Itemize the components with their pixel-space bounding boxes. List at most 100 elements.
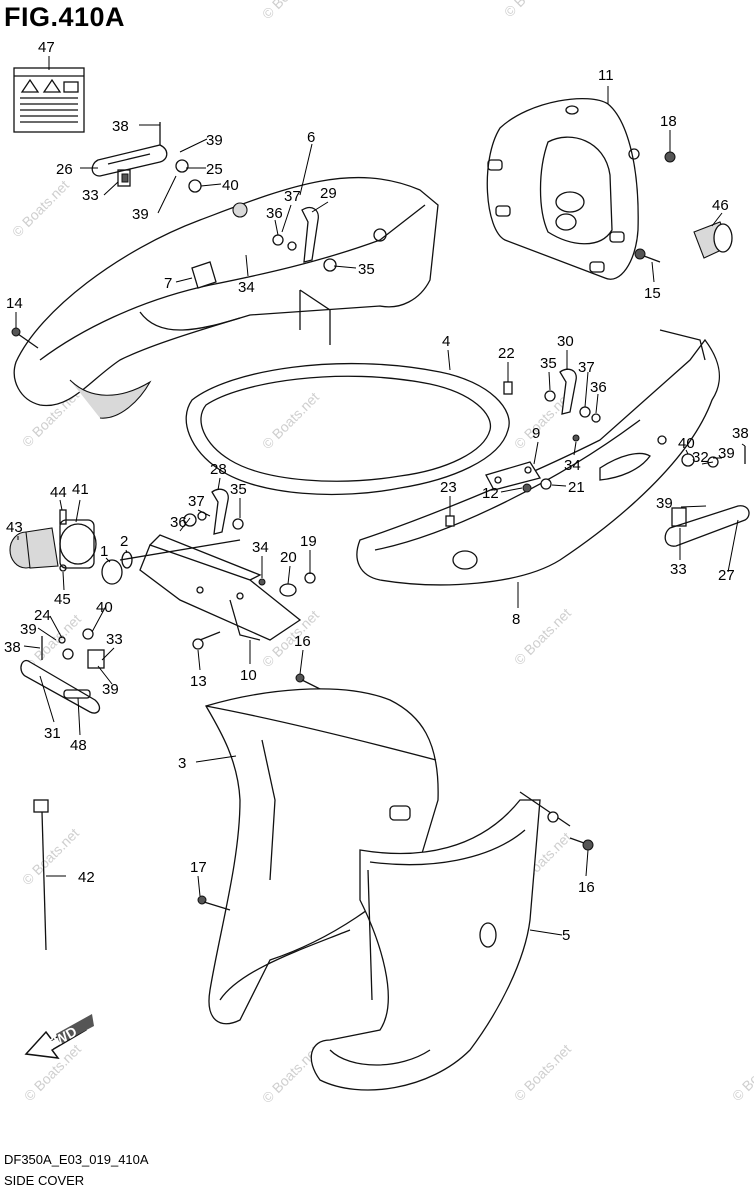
fwd-arrow-icon: FWD bbox=[24, 1014, 94, 1059]
callout-39: 39 bbox=[20, 621, 37, 638]
callout-1: 1 bbox=[100, 543, 108, 560]
callout-3: 3 bbox=[178, 755, 186, 772]
callout-27: 27 bbox=[718, 567, 735, 584]
cup-holder-part bbox=[9, 509, 97, 572]
callout-6: 6 bbox=[307, 129, 315, 146]
callout-38: 38 bbox=[732, 425, 749, 442]
bolt-13-part bbox=[192, 631, 221, 650]
grommet-20-part bbox=[279, 583, 297, 597]
callout-40: 40 bbox=[96, 599, 113, 616]
callout-36: 36 bbox=[590, 379, 607, 396]
callout-11: 11 bbox=[598, 67, 614, 84]
callout-48: 48 bbox=[70, 737, 87, 754]
plug-part bbox=[693, 221, 733, 259]
callout-18: 18 bbox=[660, 113, 677, 130]
callout-38: 38 bbox=[112, 118, 129, 135]
callout-10: 10 bbox=[240, 667, 257, 684]
watermark: © Boats.net bbox=[511, 1041, 574, 1104]
pin-23-part bbox=[445, 515, 455, 527]
left-handle-part bbox=[20, 628, 105, 714]
upper-handle-part bbox=[91, 122, 202, 193]
pin-22-part bbox=[503, 381, 513, 395]
callout-26: 26 bbox=[56, 161, 73, 178]
callout-45: 45 bbox=[54, 591, 71, 608]
callout-14: 14 bbox=[6, 295, 23, 312]
callout-40: 40 bbox=[678, 435, 695, 452]
callout-labels: 47 11 38 39 6 26 25 33 40 18 37 29 39 36… bbox=[4, 39, 749, 944]
watermark: © Boats.net bbox=[19, 825, 82, 888]
callout-41: 41 bbox=[72, 481, 89, 498]
watermark: © Boats.net bbox=[729, 1041, 754, 1104]
callout-39: 39 bbox=[656, 495, 673, 512]
callout-39: 39 bbox=[206, 132, 223, 149]
bolt-18-part bbox=[664, 151, 676, 163]
callout-7: 7 bbox=[164, 275, 172, 292]
callout-20: 20 bbox=[280, 549, 297, 566]
watermark: © Boats.net bbox=[259, 389, 322, 452]
callout-28: 28 bbox=[210, 461, 227, 478]
callout-24: 24 bbox=[34, 607, 51, 624]
callout-39: 39 bbox=[132, 206, 149, 223]
rear-cover-part bbox=[486, 98, 640, 280]
callout-35: 35 bbox=[540, 355, 557, 372]
nut-19-part bbox=[304, 572, 316, 584]
callout-46: 46 bbox=[712, 197, 729, 214]
callout-4: 4 bbox=[442, 333, 450, 350]
callout-36: 36 bbox=[266, 205, 283, 222]
bolt-14-part bbox=[11, 327, 39, 349]
callout-33: 33 bbox=[106, 631, 123, 648]
upper-side-cover-part bbox=[13, 176, 439, 419]
callout-12: 12 bbox=[482, 485, 499, 502]
callout-13: 13 bbox=[190, 673, 207, 690]
bolt-34-part bbox=[258, 578, 266, 586]
callout-19: 19 bbox=[300, 533, 317, 550]
callout-23: 23 bbox=[440, 479, 457, 496]
watermark: © Boats.net bbox=[259, 0, 322, 22]
section-name: SIDE COVER bbox=[4, 1173, 85, 1188]
cable-tie-part bbox=[33, 799, 49, 951]
bracket-10-part bbox=[119, 534, 302, 641]
callout-5: 5 bbox=[562, 927, 570, 944]
callout-9: 9 bbox=[532, 425, 540, 442]
callout-8: 8 bbox=[512, 611, 520, 628]
callout-39: 39 bbox=[102, 681, 119, 698]
callout-32: 32 bbox=[692, 449, 709, 466]
callout-34: 34 bbox=[238, 279, 255, 296]
lower-side-cover-part bbox=[356, 329, 721, 586]
drawing-code: DF350A_E03_019_410A bbox=[4, 1152, 149, 1167]
callout-17: 17 bbox=[190, 859, 207, 876]
callout-25: 25 bbox=[206, 161, 223, 178]
callout-33: 33 bbox=[82, 187, 99, 204]
grommet-1-part bbox=[101, 559, 123, 585]
callout-47: 47 bbox=[38, 39, 55, 56]
callout-37: 37 bbox=[578, 359, 595, 376]
callout-34: 34 bbox=[252, 539, 269, 556]
callout-21: 21 bbox=[568, 479, 585, 496]
callout-40: 40 bbox=[222, 177, 239, 194]
callout-15: 15 bbox=[644, 285, 661, 302]
warning-label-part bbox=[13, 67, 85, 133]
callout-44: 44 bbox=[50, 484, 67, 501]
bolt-15-part bbox=[634, 248, 661, 263]
watermark: © Boats.net bbox=[9, 177, 72, 240]
bolt-17-part bbox=[197, 895, 231, 911]
callout-38: 38 bbox=[4, 639, 21, 656]
callout-29: 29 bbox=[320, 185, 337, 202]
callout-43: 43 bbox=[6, 519, 23, 536]
watermark: © Boats.net bbox=[501, 0, 564, 20]
latch-28-part bbox=[183, 488, 244, 535]
leader-lines bbox=[15, 56, 746, 936]
callout-35: 35 bbox=[358, 261, 375, 278]
callout-16: 16 bbox=[294, 633, 311, 650]
callout-39: 39 bbox=[718, 445, 735, 462]
seal-4-part bbox=[185, 362, 510, 496]
callout-36: 36 bbox=[170, 514, 187, 531]
callout-16: 16 bbox=[578, 879, 595, 896]
callout-33: 33 bbox=[670, 561, 687, 578]
bolt-16b-part bbox=[569, 837, 594, 851]
pad-7-part bbox=[191, 261, 217, 289]
callout-35: 35 bbox=[230, 481, 247, 498]
callout-2: 2 bbox=[120, 533, 128, 550]
